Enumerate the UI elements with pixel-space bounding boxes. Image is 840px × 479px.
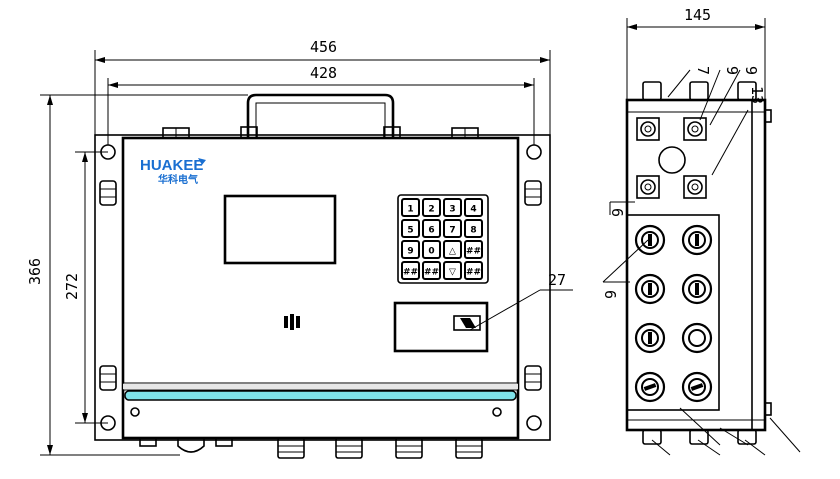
brand-subtitle: 华科电气 bbox=[158, 173, 198, 186]
front-view: HUAKEE 华科电气 1 2 3 4 5 6 7 8 9 0 △ ## ## ## ▽ ## bbox=[94, 93, 551, 459]
upper-connectors bbox=[636, 117, 707, 199]
hatched-band bbox=[123, 384, 518, 389]
keypad-key-label: 3 bbox=[449, 205, 455, 215]
keypad-key-label: ## bbox=[466, 247, 481, 257]
side-dimension: 145 bbox=[626, 6, 766, 100]
bottom-gland bbox=[642, 429, 662, 445]
lcd-display bbox=[223, 194, 337, 265]
gland-array bbox=[634, 224, 713, 403]
handle-mount bbox=[240, 126, 258, 139]
keypad-key[interactable]: ▽ bbox=[443, 261, 462, 280]
keypad-key[interactable]: 9 bbox=[401, 240, 420, 259]
speaker-grille bbox=[284, 314, 300, 330]
keypad-key-label: 7 bbox=[449, 226, 455, 236]
dim-side-depth: 145 bbox=[684, 6, 711, 24]
keypad-key[interactable]: 0 bbox=[422, 240, 441, 259]
handle-mount bbox=[383, 126, 401, 139]
keypad-key[interactable]: ## bbox=[401, 261, 420, 280]
mounting-flange bbox=[94, 134, 551, 441]
keypad-key[interactable]: 8 bbox=[464, 219, 483, 238]
keypad-key-label: ## bbox=[403, 268, 418, 278]
keypad-key[interactable]: 3 bbox=[443, 198, 462, 217]
gland-plate bbox=[626, 214, 720, 411]
side-body bbox=[625, 98, 767, 432]
keypad-key-label: ▽ bbox=[449, 268, 456, 278]
side-callout-6b: 6 bbox=[601, 290, 619, 299]
side-callout-7: 7 bbox=[694, 66, 712, 75]
card-reader-window bbox=[393, 301, 489, 353]
keypad-key-label: 2 bbox=[428, 205, 434, 215]
keypad-key[interactable]: ## bbox=[464, 240, 483, 259]
keypad-key-label: 5 bbox=[407, 226, 413, 236]
bottom-cable-glands bbox=[139, 437, 483, 459]
seal-strip bbox=[124, 390, 517, 401]
dim-mount-height: 272 bbox=[63, 273, 81, 300]
keypad-key[interactable]: ## bbox=[464, 261, 483, 280]
front-dimensions: 456 428 366 272 27 bbox=[26, 38, 573, 456]
bottom-gland bbox=[689, 429, 709, 445]
side-callout-13: 13 bbox=[748, 86, 766, 104]
side-cable-glands bbox=[99, 180, 542, 391]
keypad-key-label: ## bbox=[466, 268, 481, 278]
dim-overall-width: 456 bbox=[310, 38, 337, 56]
enclosure-body bbox=[121, 136, 520, 440]
carry-handle-inner bbox=[255, 102, 386, 138]
cable-gland bbox=[681, 224, 713, 256]
top-gland bbox=[689, 81, 709, 101]
top-gland bbox=[737, 81, 757, 101]
round-port bbox=[658, 146, 686, 174]
cable-gland bbox=[634, 322, 666, 354]
side-view: 7 9 9 13 6 6 bbox=[601, 66, 801, 456]
keypad-key-label: 4 bbox=[470, 205, 476, 215]
side-bracket bbox=[764, 402, 772, 416]
keypad-key-label: 6 bbox=[428, 226, 434, 236]
keypad-key-label: 0 bbox=[428, 247, 434, 257]
mount-hole bbox=[526, 144, 542, 160]
keypad-key[interactable]: 6 bbox=[422, 219, 441, 238]
dim-overall-height: 366 bbox=[26, 258, 44, 285]
screw bbox=[130, 407, 140, 417]
brand-name: HUAKEE bbox=[140, 157, 203, 174]
keypad-key[interactable]: 7 bbox=[443, 219, 462, 238]
cable-gland bbox=[681, 371, 713, 403]
keypad-key-label: 1 bbox=[407, 205, 413, 215]
dim-mount-width: 428 bbox=[310, 64, 337, 82]
callout-27: 27 bbox=[548, 271, 566, 289]
carry-handle bbox=[246, 93, 395, 138]
keypad-key[interactable]: 5 bbox=[401, 219, 420, 238]
cable-gland bbox=[681, 273, 713, 305]
cable-gland bbox=[681, 322, 713, 354]
keypad-key-label: 9 bbox=[407, 247, 413, 257]
brand-logo: HUAKEE 华科电气 bbox=[140, 157, 206, 186]
side-callouts: 7 9 9 13 6 6 bbox=[601, 66, 801, 456]
keypad-key-label: ## bbox=[424, 268, 439, 278]
cable-gland bbox=[634, 224, 666, 256]
keypad-key[interactable]: ## bbox=[422, 261, 441, 280]
cable-gland bbox=[634, 273, 666, 305]
keypad: 1 2 3 4 5 6 7 8 9 0 △ ## ## ## ▽ ## bbox=[397, 194, 489, 284]
screw bbox=[492, 407, 502, 417]
keypad-key[interactable]: 4 bbox=[464, 198, 483, 217]
card-reader-icon bbox=[453, 315, 481, 331]
side-callout-9b: 9 bbox=[742, 66, 760, 75]
keypad-key[interactable]: 1 bbox=[401, 198, 420, 217]
mount-hole bbox=[526, 415, 542, 431]
side-callout-6a: 6 bbox=[608, 208, 626, 217]
keypad-key-label: △ bbox=[449, 247, 456, 257]
keypad-key-label: 8 bbox=[470, 226, 476, 236]
side-callout-9a: 9 bbox=[723, 66, 741, 75]
keypad-key[interactable]: 2 bbox=[422, 198, 441, 217]
keypad-key[interactable]: △ bbox=[443, 240, 462, 259]
top-gland bbox=[642, 81, 662, 101]
cable-gland bbox=[634, 371, 666, 403]
side-bracket bbox=[764, 109, 772, 123]
